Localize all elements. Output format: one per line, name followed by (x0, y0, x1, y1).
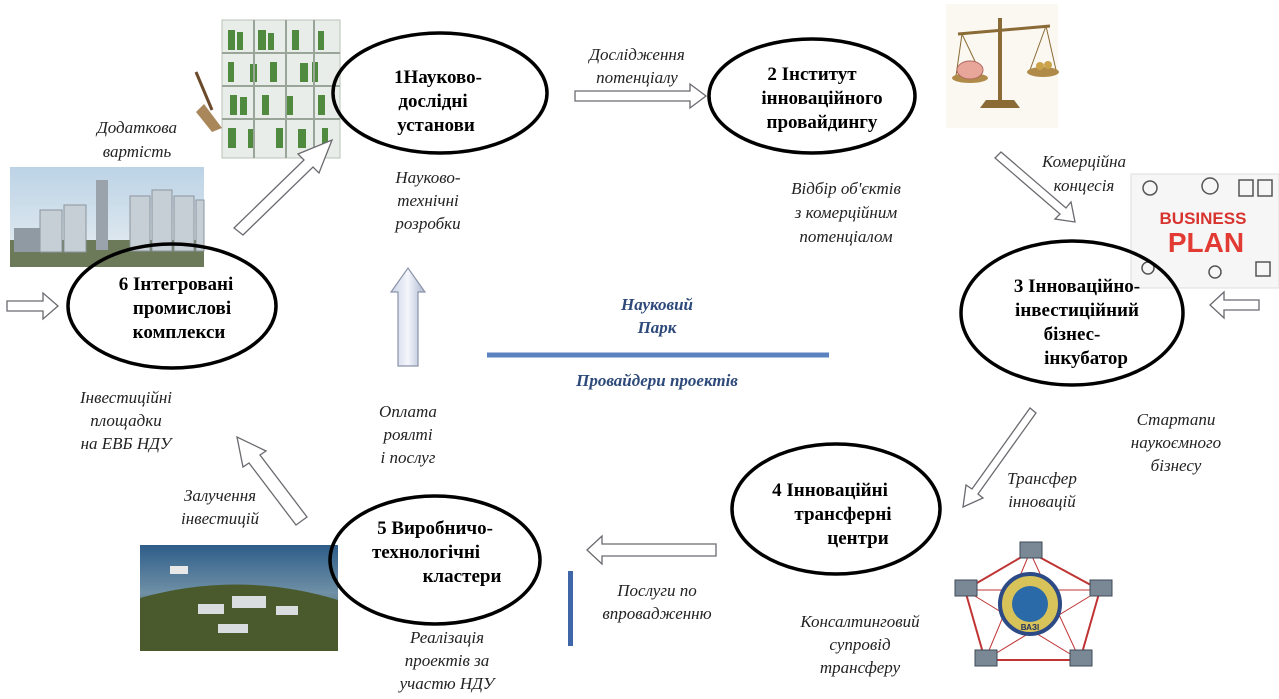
bookshelf-image (221, 19, 341, 159)
node-3-line-3: бізнес- (1044, 324, 1101, 345)
caption-konsalt-2: супровід (829, 635, 891, 654)
node-3-line-1: 3 Інноваційно- (1014, 276, 1140, 297)
caption-transfer-1: Трансфер (1007, 469, 1077, 488)
node-ellipse-2 (707, 37, 917, 155)
caption-dodatkova-1: Додаткова (95, 118, 177, 137)
caption-konsalt-1: Консалтинговий (799, 612, 920, 631)
arrow-right-into-6 (6, 291, 59, 321)
caption-vidbir-3: потенціалом (799, 227, 892, 246)
node-1-line-3: установи (397, 115, 475, 136)
node-ellipse-1 (331, 31, 549, 155)
node-5-line-1: 5 Виробничо- (377, 518, 493, 539)
node-6-line-1: 6 Інтегровані (119, 274, 234, 295)
caption-realizatsiya-3: участю НДУ (398, 674, 497, 693)
node-2-line-1: 2 Інститут (767, 64, 857, 85)
caption-doslidzhennya-2: потенціалу (596, 68, 678, 87)
network-diagram-image: ВАЗІ (954, 541, 1113, 667)
node-5-line-2: технологічні (372, 542, 480, 563)
center-title-line-2: Парк (637, 318, 677, 337)
center-title-line-1: Науковий (620, 295, 693, 314)
arrow-diag-6-1 (233, 138, 334, 236)
node-6-line-2: промислові (133, 298, 231, 319)
node-1-line-2: дослідні (398, 91, 467, 112)
caption-oplata-3: і послуг (381, 448, 436, 467)
caption-posluhy-1: Послуги по (616, 581, 696, 600)
caption-naukovo-1: Науково- (394, 168, 461, 187)
caption-naukovo-2: технічні (397, 191, 459, 210)
arrow-diag-3-4 (962, 407, 1037, 509)
network-badge-label: ВАЗІ (1021, 623, 1039, 632)
caption-posluhy-2: впровадженню (602, 604, 711, 623)
caption-startapy-1: Стартапи (1137, 410, 1216, 429)
plan-word: PLAN (1168, 227, 1244, 258)
center-subtitle: Провайдери проектів (575, 371, 738, 390)
business-plan-image: BUSINESS PLAN (1130, 173, 1279, 289)
caption-realizatsiya-1: Реалізація (409, 628, 484, 647)
node-2-line-2: інноваційного (761, 88, 882, 109)
node-4-line-1: 4 Інноваційні (772, 480, 888, 501)
node-5-line-3: кластери (423, 566, 502, 587)
node-1-line-1: 1Науково- (394, 67, 482, 88)
caption-dodatkova-2: вартість (103, 142, 172, 161)
arrow-left-into-3 (1209, 290, 1260, 320)
node-6-line-3: комплекси (133, 322, 226, 343)
node-3-line-2: інвестиційний (1015, 300, 1139, 321)
caption-komertsiyna-1: Комерційна (1041, 152, 1126, 171)
scales-brain-image (946, 4, 1059, 128)
node-ellipse-4 (730, 442, 942, 576)
broom-icon (194, 71, 222, 132)
caption-oplata-1: Оплата (379, 402, 437, 421)
node-3-line-4: інкубатор (1044, 348, 1128, 369)
caption-vidbir-2: з комерційним (794, 203, 898, 222)
arrow-diag-5-6 (236, 435, 308, 526)
node-4-line-2: трансферні (794, 504, 891, 525)
caption-realizatsiya-2: проектів за (405, 651, 490, 670)
grain-silos-image (10, 167, 205, 267)
vertical-bar (568, 571, 573, 646)
caption-komertsiyna-2: концесія (1054, 176, 1115, 195)
caption-zaluchennya-2: інвестицій (181, 509, 259, 528)
arrow-diag-2-3 (994, 151, 1076, 223)
caption-doslidzhennya-1: Дослідження (587, 45, 685, 64)
caption-zaluchennya-1: Залучення (184, 486, 256, 505)
node-4-line-3: центри (827, 528, 888, 549)
caption-transfer-2: інновацій (1008, 492, 1076, 511)
node-ellipse-3 (959, 239, 1185, 387)
caption-konsalt-3: трансферу (820, 658, 901, 677)
arrow-left-4-5 (586, 534, 717, 566)
caption-oplata-2: роялті (382, 425, 432, 444)
caption-startapy-2: наукоємного (1131, 433, 1221, 452)
flow-arrows (6, 82, 1260, 566)
caption-startapy-3: бізнесу (1151, 456, 1202, 475)
arrow-up-payment (389, 266, 427, 367)
caption-naukovo-3: розробки (394, 214, 460, 233)
node-ellipse-6 (66, 242, 278, 370)
business-word: BUSINESS (1160, 209, 1247, 228)
node-ellipse-5 (328, 494, 542, 626)
caption-investytsiini-2: площадки (90, 411, 161, 430)
caption-investytsiini-3: на ЕВБ НДУ (81, 434, 174, 453)
caption-vidbir-1: Відбір об'єктів (791, 179, 901, 198)
caption-investytsiini-1: Інвестиційні (79, 388, 172, 407)
aerial-cluster-image (140, 545, 338, 651)
arrow-right-1-2 (574, 82, 708, 110)
node-2-line-3: провайдингу (767, 112, 878, 133)
